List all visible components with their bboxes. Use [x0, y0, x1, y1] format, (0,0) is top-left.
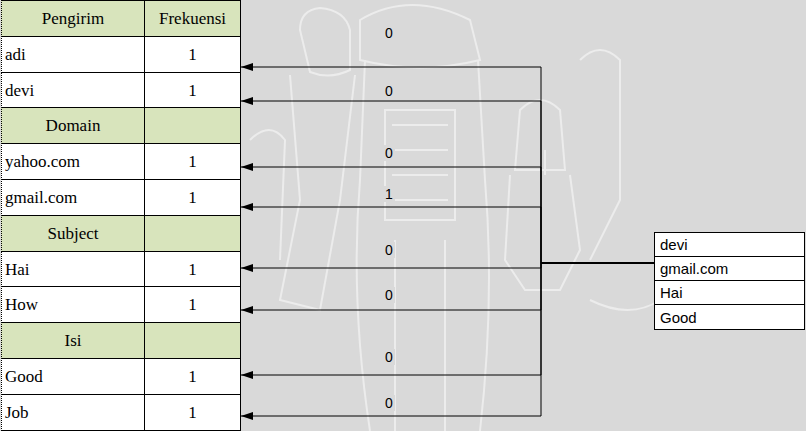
edge-label: 1 — [383, 186, 395, 202]
row-label: devi — [5, 82, 34, 99]
row-label: Hai — [5, 261, 30, 278]
table-cell: 1 — [144, 37, 240, 72]
row-label: Pengirim — [42, 10, 104, 27]
table-cell: Subject — [2, 216, 144, 251]
frequency-value: Frekuensi — [159, 10, 226, 27]
table-cell: Pengirim — [2, 1, 144, 36]
row-label: Job — [5, 404, 29, 421]
row-label: gmail.com — [5, 189, 77, 206]
record-cell: Good — [655, 305, 804, 329]
table-row: How 1 — [1, 286, 241, 323]
record-cell: Hai — [655, 281, 804, 305]
frequency-value: 1 — [188, 261, 197, 278]
arrow-connector — [241, 263, 654, 416]
arrow-connector — [241, 263, 654, 268]
table-cell: 1 — [144, 73, 240, 107]
row-label: yahoo.com — [5, 153, 80, 170]
edge-label: 0 — [383, 145, 395, 161]
record-cell: gmail.com — [655, 257, 804, 281]
edge-label: 0 — [383, 83, 395, 99]
table-cell: Frekuensi — [144, 1, 240, 36]
row-label: adi — [5, 46, 26, 63]
table-cell: adi — [2, 37, 144, 72]
table-header-row: Subject — [1, 215, 241, 252]
table-header-row: Isi — [1, 322, 241, 359]
edge-label: 0 — [383, 25, 395, 41]
row-label: Domain — [46, 117, 101, 134]
frequency-value: 1 — [188, 368, 197, 385]
arrow-connector — [241, 167, 654, 263]
record-value: Good — [660, 310, 697, 325]
table-row: adi 1 — [1, 36, 241, 73]
table-row: Good 1 — [1, 358, 241, 395]
edge-label: 0 — [383, 242, 395, 258]
edge-label: 0 — [383, 287, 395, 303]
frequency-value: 1 — [188, 46, 197, 63]
table-row: devi 1 — [1, 72, 241, 108]
frequency-value: 1 — [188, 82, 197, 99]
arrow-connector — [241, 207, 654, 263]
frequency-value: 1 — [188, 296, 197, 313]
frequency-value: 1 — [188, 189, 197, 206]
table-cell — [144, 108, 240, 143]
arrow-connector — [241, 101, 654, 263]
row-label: Subject — [48, 225, 99, 242]
table-cell: 1 — [144, 395, 240, 430]
table-cell: 1 — [144, 180, 240, 215]
table-header-row: Pengirim Frekuensi — [1, 0, 241, 37]
row-label: Good — [5, 368, 43, 385]
table-row: Hai 1 — [1, 251, 241, 287]
arrow-connector — [241, 263, 654, 375]
table-row: yahoo.com 1 — [1, 143, 241, 180]
table-cell: 1 — [144, 359, 240, 394]
input-record-box: devi gmail.comHaiGood — [654, 232, 805, 330]
table-cell: yahoo.com — [2, 144, 144, 179]
table-cell: 1 — [144, 144, 240, 179]
table-cell — [144, 216, 240, 251]
table-cell: How — [2, 287, 144, 322]
arrow-connector — [241, 67, 654, 263]
table-cell: Hai — [2, 252, 144, 286]
frequency-value: 1 — [188, 404, 197, 421]
table-cell: 1 — [144, 252, 240, 286]
table-cell: Good — [2, 359, 144, 394]
row-label: Isi — [65, 332, 82, 349]
record-value: gmail.com — [660, 261, 728, 276]
watermark-figures — [250, 5, 660, 431]
edge-label: 0 — [383, 349, 395, 365]
table-cell: Isi — [2, 323, 144, 358]
table-cell: Job — [2, 395, 144, 430]
table-cell: 1 — [144, 287, 240, 322]
row-label: How — [5, 296, 38, 313]
record-value: devi — [660, 237, 688, 252]
table-row: Job 1 — [1, 394, 241, 431]
table-cell: Domain — [2, 108, 144, 143]
record-value: Hai — [660, 285, 683, 300]
table-cell — [144, 323, 240, 358]
table-cell: devi — [2, 73, 144, 107]
table-row: gmail.com 1 — [1, 179, 241, 216]
arrow-connector — [241, 263, 654, 310]
table-header-row: Domain — [1, 107, 241, 144]
table-cell: gmail.com — [2, 180, 144, 215]
record-cell: devi — [655, 233, 804, 257]
edge-label: 0 — [383, 395, 395, 411]
frequency-value: 1 — [188, 153, 197, 170]
